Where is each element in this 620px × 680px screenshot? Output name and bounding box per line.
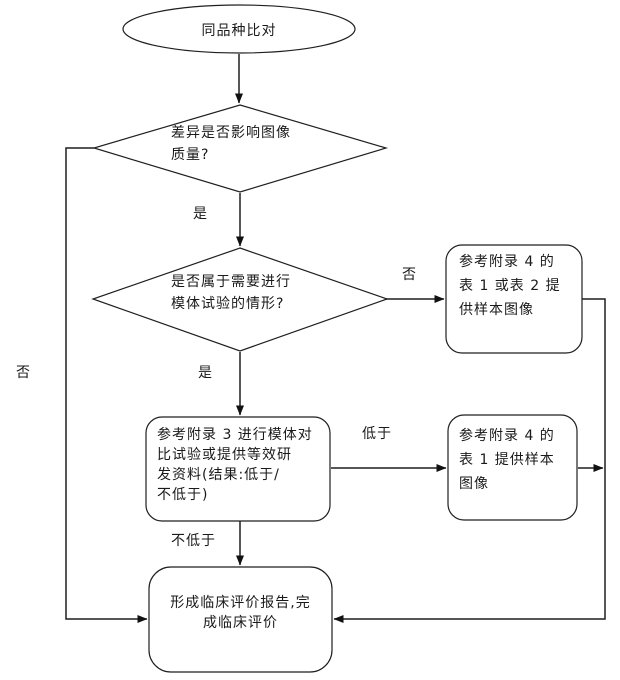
process-table-1-label: 参考附录 4 的 表 1 提供样本 图像 — [459, 428, 555, 492]
process-phantom-test-label: 参考附录 3 进行模体对 比试验或提供等效研 发资料(结果:低于/ 不低于) — [157, 427, 313, 503]
process-table-1-or-2-box — [445, 244, 583, 354]
edge-label-not-lower: 不低于 — [171, 533, 216, 549]
edge-label-no-left: 否 — [16, 365, 31, 381]
end-label: 形成临床评价报告,完 成临床评价 — [170, 595, 311, 631]
decision1-label: 差异是否影响图像 质量? — [171, 125, 291, 163]
decision2-label: 是否属于需要进行 模体试验的情形? — [171, 274, 291, 312]
decision2-diamond — [91, 247, 389, 352]
edge-label-yes-1: 是 — [193, 206, 208, 222]
process-phantom-test-box — [145, 416, 331, 522]
start-ellipse — [122, 4, 356, 54]
edge-label-yes-2: 是 — [198, 365, 213, 381]
arrow-decision1-no-left-loop — [65, 147, 148, 623]
process-table-1-or-2-label: 参考附录 4 的 表 1 或表 2 提 供样本图像 — [459, 254, 561, 318]
end-box — [148, 566, 333, 673]
decision1-diamond — [91, 104, 389, 193]
arrow-right-loop-to-end — [333, 298, 606, 623]
process-table-1-box — [447, 414, 578, 521]
edge-label-lower: 低于 — [362, 426, 392, 442]
start-label: 同品种比对 — [201, 23, 277, 39]
edge-label-no-right: 否 — [402, 267, 417, 283]
